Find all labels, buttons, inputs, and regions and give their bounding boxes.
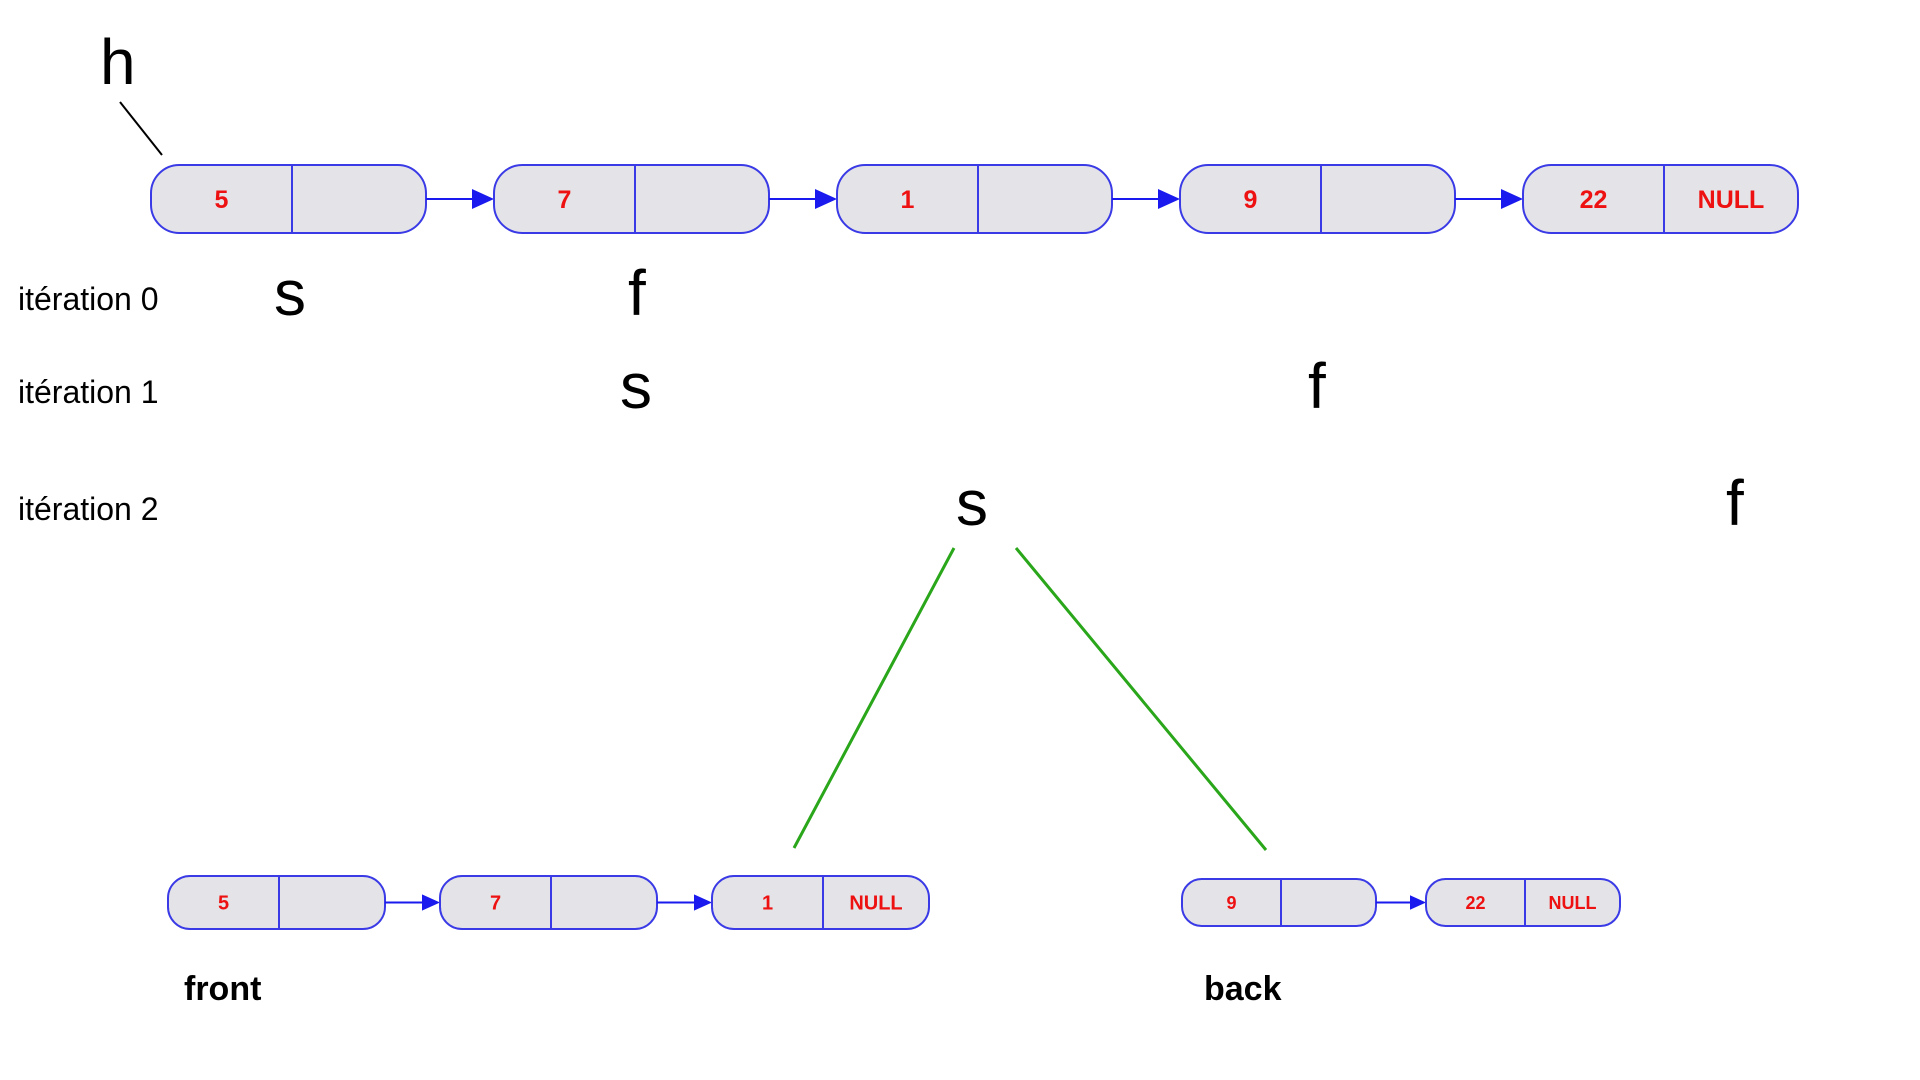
main-list-node-box (1522, 164, 1799, 234)
main-list-link-arrowhead (1501, 189, 1523, 209)
main-list-node-value: 7 (558, 186, 572, 214)
back-list-node-value: 22 (1465, 893, 1485, 913)
main-list-node: 7 (493, 164, 770, 234)
iteration-1-slow-pointer: s (620, 350, 652, 422)
back-list-node-box (1425, 878, 1621, 927)
iteration-1-label: itération 1 (18, 374, 159, 410)
front-list-node-value: 7 (490, 893, 501, 915)
split-line-front (792, 547, 956, 849)
iteration-0-fast-pointer: f (628, 257, 646, 329)
back-list-link-arrowhead (1410, 895, 1426, 910)
main-list-node: 9 (1179, 164, 1456, 234)
main-list-link-arrowhead (472, 189, 494, 209)
main-list-node-value: 5 (215, 186, 229, 214)
iteration-0-label: itération 0 (18, 281, 159, 317)
front-list-node: 1 NULL (711, 875, 930, 930)
back-list: 9 22 NULL (1181, 878, 1621, 927)
iteration-1-fast-pointer: f (1308, 350, 1326, 422)
main-list-node-box (1179, 164, 1456, 234)
front-list-node-box (711, 875, 930, 930)
front-list: 5 7 1 NULL (167, 875, 930, 930)
front-label: front (184, 970, 261, 1008)
back-list-node-next: NULL (1549, 893, 1597, 913)
main-list-node: 22 NULL (1522, 164, 1799, 234)
front-list-node-value: 1 (762, 893, 773, 915)
iteration-2-label: itération 2 (18, 491, 159, 527)
front-list-node: 5 (167, 875, 386, 930)
front-list-node-box (439, 875, 658, 930)
main-list: 5 7 1 9 22 NULL (150, 164, 1799, 234)
main-list-node-box (493, 164, 770, 234)
main-list-node-next: NULL (1698, 186, 1765, 214)
front-list-node-box (167, 875, 386, 930)
main-list-node-value: 22 (1580, 186, 1608, 214)
front-list-link-arrowhead (422, 894, 440, 911)
head-pointer-label: h (100, 26, 136, 98)
main-list-link-arrowhead (1158, 189, 1180, 209)
back-list-node-value: 9 (1226, 893, 1236, 913)
head-pointer-line (119, 101, 163, 156)
front-list-node: 7 (439, 875, 658, 930)
main-list-node-value: 9 (1244, 186, 1258, 214)
front-list-node-next: NULL (849, 893, 902, 915)
iteration-2-slow-pointer: s (956, 467, 988, 539)
main-list-node: 5 (150, 164, 427, 234)
front-list-link-arrowhead (694, 894, 712, 911)
main-list-link-arrowhead (815, 189, 837, 209)
main-list-node-box (150, 164, 427, 234)
back-list-node-box (1181, 878, 1377, 927)
back-list-node: 9 (1181, 878, 1377, 927)
main-list-node-box (836, 164, 1113, 234)
front-list-node-value: 5 (218, 893, 229, 915)
back-list-node: 22 NULL (1425, 878, 1621, 927)
main-list-node-value: 1 (901, 186, 915, 214)
split-line-back (1014, 547, 1268, 851)
main-list-node: 1 (836, 164, 1113, 234)
iteration-2-fast-pointer: f (1726, 467, 1744, 539)
back-label: back (1204, 970, 1282, 1008)
iteration-0-slow-pointer: s (274, 257, 306, 329)
